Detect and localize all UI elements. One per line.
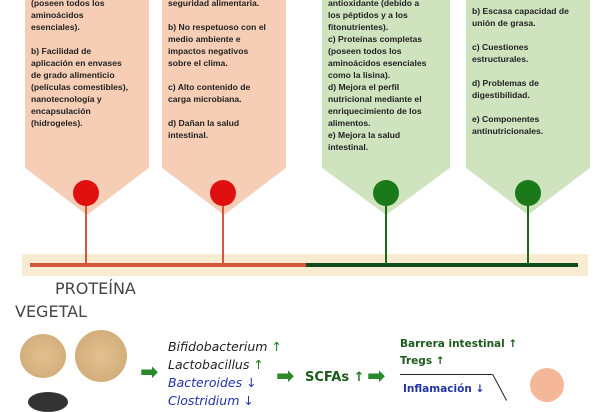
bacteria-name: Bifidobacterium — [168, 339, 268, 354]
down-arrow-icon: ↓ — [243, 393, 254, 408]
up-arrow-icon: ↑ — [271, 339, 282, 354]
red-dot — [73, 180, 99, 206]
bacteria-item: Bacteroides ↓ — [168, 374, 257, 391]
scfa-label: SCFAs ↑ — [305, 370, 365, 385]
divider — [400, 374, 492, 375]
stem — [222, 204, 224, 264]
protein-powder-image — [20, 334, 66, 378]
stem — [527, 204, 529, 264]
arrow-right-icon: ➡ — [367, 364, 386, 389]
bacteria-item: Bifidobacterium ↑ — [168, 338, 282, 355]
advantage-panel-2: b) Escasa capacidad de unión de grasa. c… — [466, 0, 590, 215]
timeline-green — [306, 263, 578, 267]
protein-powder-image — [75, 330, 127, 382]
arrow-right-icon: ➡ — [276, 364, 295, 389]
stem — [85, 204, 87, 264]
disadvantage-panel-1: (poseen todos los aminoácidos esenciales… — [25, 0, 149, 215]
panel-text: seguridad alimentaria. b) No respetuoso … — [168, 0, 266, 140]
timeline-red — [30, 263, 306, 267]
seed-image — [28, 392, 68, 412]
scfa-text: SCFAs — [305, 370, 350, 385]
effect-inflammation: Inflamación ↓ — [403, 383, 485, 395]
bacteria-name: Bacteroides — [168, 375, 243, 390]
bacteria-item: Clostridium ↓ — [168, 392, 254, 409]
disadvantage-panel-2: seguridad alimentaria. b) No respetuoso … — [162, 0, 286, 215]
green-dot — [515, 180, 541, 206]
effect-tregs: Tregs ↑ — [400, 355, 445, 367]
divider — [492, 373, 508, 401]
advantage-panel-1: antioxidante (debido a los péptidos y a … — [322, 0, 450, 215]
up-arrow-icon: ↑ — [353, 370, 365, 385]
bacteria-name: Lactobacillus — [168, 357, 250, 372]
stem — [385, 204, 387, 264]
bacteria-item: Lactobacillus ↑ — [168, 356, 264, 373]
bacteria-name: Clostridium — [168, 393, 240, 408]
panel-text: antioxidante (debido a los péptidos y a … — [328, 0, 427, 152]
arrow-right-icon: ➡ — [140, 360, 159, 385]
panel-text: (poseen todos los aminoácidos esenciales… — [31, 0, 128, 128]
section-title: PROTEÍNA — [55, 279, 136, 298]
section-title: VEGETAL — [15, 302, 87, 321]
human-head-illustration — [530, 368, 564, 402]
green-dot — [373, 180, 399, 206]
panel-text: b) Escasa capacidad de unión de grasa. c… — [472, 6, 569, 136]
down-arrow-icon: ↓ — [246, 375, 257, 390]
up-arrow-icon: ↑ — [253, 357, 264, 372]
effect-barrier: Barrera intestinal ↑ — [400, 338, 518, 350]
red-dot — [210, 180, 236, 206]
